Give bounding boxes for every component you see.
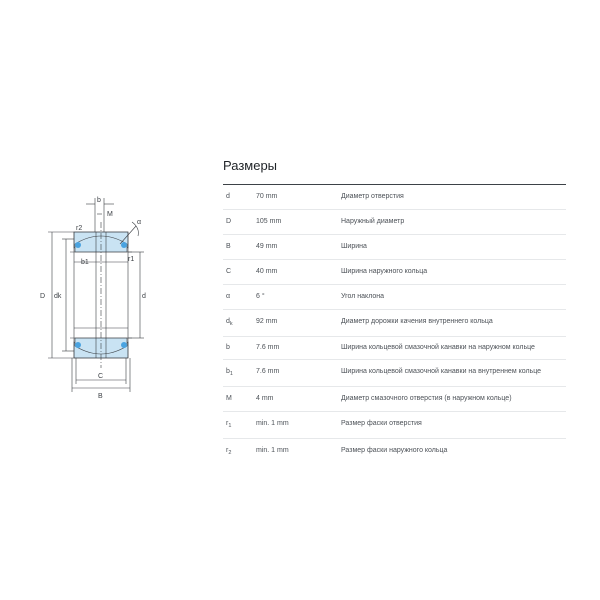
row-value: 7.6 mm <box>256 344 280 351</box>
row-symbol: C <box>223 267 256 277</box>
label-alpha: α <box>137 219 141 226</box>
row-value: 105 mm <box>256 218 282 225</box>
row-description: Ширина кольцевой смазочной канавки на на… <box>341 344 535 351</box>
row-value: 6 ° <box>256 293 265 300</box>
row-symbol: M <box>223 394 256 404</box>
symbol-text: M <box>226 395 232 402</box>
row-symbol: r2 <box>223 446 256 458</box>
row-description: Диаметр отверстия <box>341 193 404 200</box>
label-b1: b1 <box>81 259 89 266</box>
row-symbol: b <box>223 343 256 353</box>
row-value: 49 mm <box>256 243 278 250</box>
symbol-subscript: k <box>229 321 233 327</box>
label-d: d <box>142 293 146 300</box>
row-symbol: dk <box>223 317 256 329</box>
table-row: b 7.6 mm Ширина кольцевой смазочной канавк… <box>223 337 566 360</box>
row-value: min. 1 mm <box>256 420 289 427</box>
label-C: C <box>98 373 103 380</box>
symbol-text: d <box>226 193 230 200</box>
row-value: 70 mm <box>256 193 278 200</box>
symbol-subscript: 2 <box>228 450 232 456</box>
row-symbol: α <box>223 292 256 302</box>
row-symbol: D <box>223 217 256 227</box>
label-r2: r2 <box>76 225 82 232</box>
row-value: 40 mm <box>256 268 278 275</box>
label-dk: dk <box>54 293 62 300</box>
section-title: Размеры <box>223 158 278 173</box>
symbol-text: b <box>226 344 230 351</box>
label-D: D <box>40 293 45 300</box>
row-symbol: r1 <box>223 419 256 431</box>
label-M: M <box>107 211 113 218</box>
symbol-subscript: 1 <box>229 371 233 377</box>
symbol-text: B <box>226 243 231 250</box>
symbol-text: b <box>226 368 230 375</box>
row-value: 4 mm <box>256 395 274 402</box>
row-description: Размер фаски отверстия <box>341 420 422 427</box>
symbol-text: D <box>226 218 232 225</box>
row-value: 92 mm <box>256 318 278 325</box>
label-B: B <box>98 393 103 400</box>
row-description: Наружный диаметр <box>341 218 405 225</box>
symbol-text: r <box>226 420 229 427</box>
symbol-text: C <box>226 268 232 275</box>
symbol-text: r <box>226 447 229 454</box>
table-row: C 40 mm Ширина наружного кольца <box>223 260 566 285</box>
label-b: b <box>97 197 101 204</box>
row-description: Ширина наружного кольца <box>341 268 428 275</box>
row-description: Размер фаски наружного кольца <box>341 447 448 454</box>
row-value: min. 1 mm <box>256 447 289 454</box>
symbol-text: α <box>226 293 231 300</box>
row-symbol: d <box>223 192 256 202</box>
row-description: Ширина кольцевой смазочной канавки на вн… <box>341 368 542 375</box>
table-row: M 4 mm Диаметр смазочного отверстия (в нар… <box>223 387 566 412</box>
label-r1: r1 <box>128 256 134 263</box>
table-row: d 70 mm Диаметр отверстия <box>223 185 566 210</box>
table-row: D 105 mm Наружный диаметр <box>223 210 566 235</box>
bearing-dimension-drawing: b M α r2 b1 r1 D dk d C B <box>40 197 146 400</box>
table-row: B 49 mm Ширина <box>223 235 566 260</box>
header-divider <box>223 184 566 185</box>
row-symbol: B <box>223 242 256 252</box>
row-value: 7.6 mm <box>256 368 280 375</box>
symbol-subscript: 1 <box>228 423 232 429</box>
row-symbol: b1 <box>223 367 256 379</box>
row-description: Диаметр дорожки качения внутреннего коль… <box>341 318 493 325</box>
symbol-text: d <box>226 318 230 325</box>
row-description: Угол наклона <box>341 293 385 300</box>
row-description: Диаметр смазочного отверстия (в наружном… <box>341 395 512 402</box>
table-row: α 6 ° Угол наклона <box>223 285 566 310</box>
row-description: Ширина <box>341 243 367 250</box>
